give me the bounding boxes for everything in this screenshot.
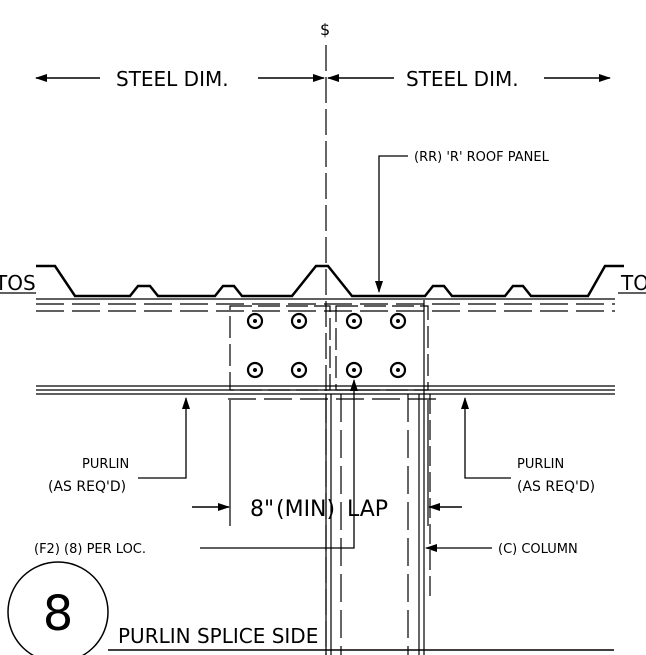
purlin-left-label: PURLIN [82,457,129,472]
fastener-leader [200,379,358,549]
steel-dim-left-label: STEEL DIM. [116,67,229,91]
bolt [389,312,407,330]
roof-panel-profile [36,264,624,298]
purlin-left-leader [138,397,190,479]
roof-panel-leader [375,155,408,293]
bolt [290,312,308,330]
lap-dim-min: (MIN) [276,497,335,522]
bolt [345,361,363,379]
centerline-symbol: $ [320,20,330,39]
steel-dim-right-label: STEEL DIM. [406,67,519,91]
bolt [290,361,308,379]
lap-dim-word: LAP [347,497,388,522]
fastener-label: (F2) (8) PER LOC. [34,542,146,557]
detail-number: 8 [43,586,74,642]
tos-right-label: TO [620,271,646,295]
bolt [246,361,264,379]
purlin-right-label: PURLIN [517,457,564,472]
detail-number-bubble [7,561,109,655]
tos-left-label: TOS [0,271,36,295]
lap-plate-left [229,305,331,391]
bolt [389,361,407,379]
purlin-left-note: (AS REQ'D) [48,479,126,495]
bolt [246,312,264,330]
detail-title: PURLIN SPLICE SIDE [118,624,318,648]
bolt [345,312,363,330]
purlin-right-note: (AS REQ'D) [517,479,595,495]
lap-dim-value: 8" [250,497,274,522]
column-label: (C) COLUMN [498,542,578,557]
purlin-right-leader [461,397,511,479]
roof-panel-label: (RR) 'R' ROOF PANEL [414,150,550,165]
lap-plate-right [335,305,429,391]
